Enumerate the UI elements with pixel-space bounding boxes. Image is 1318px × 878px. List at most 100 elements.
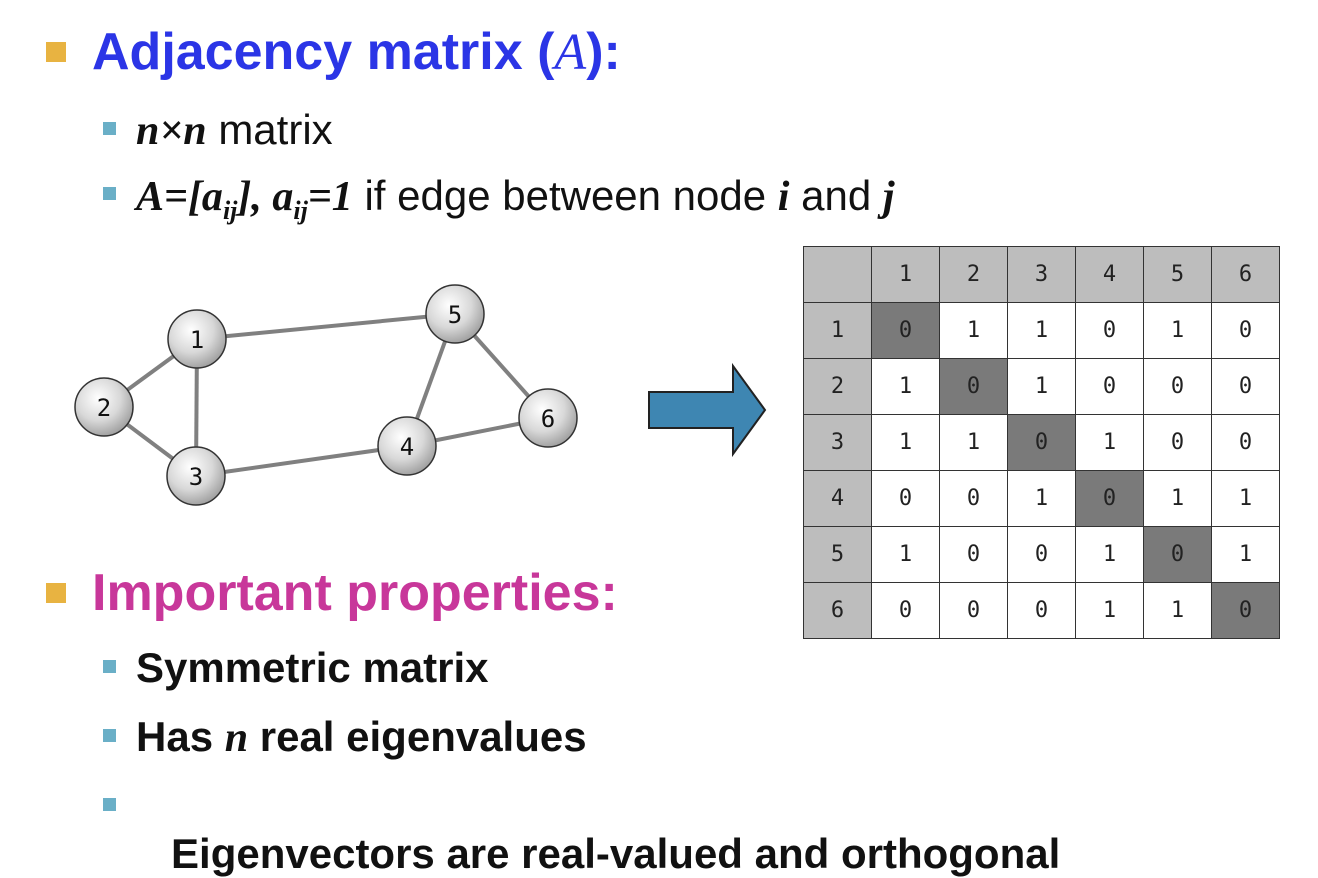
matrix-cell: 1 (1007, 358, 1076, 415)
heading-adjacency-matrix: Adjacency matrix (A): (92, 22, 621, 83)
math-part: ], a (237, 174, 294, 220)
graph-edge-1-5 (196, 312, 456, 341)
matrix-cell: 0 (1007, 526, 1076, 583)
graph-node-label: 6 (541, 405, 555, 433)
matrix-cell: 0 (1211, 414, 1280, 471)
matrix-cell: 1 (1211, 470, 1280, 527)
matrix-cell: 0 (1075, 470, 1144, 527)
graph-diagram: 1 2 3 4 5 6 (74, 284, 578, 506)
matrix-cell: 1 (1143, 470, 1212, 527)
matrix-cell: 0 (1007, 414, 1076, 471)
matrix-cell: 1 (1143, 582, 1212, 639)
sub-bullet-marker (103, 660, 116, 673)
sub-bullet-marker (103, 187, 116, 200)
matrix-cell: 0 (1075, 358, 1144, 415)
graph-node-label: 3 (189, 463, 203, 491)
matrix-cell: 0 (1007, 582, 1076, 639)
sub1-text: matrix (206, 106, 333, 153)
matrix-cell: 1 (871, 414, 940, 471)
matrix-col-header: 6 (1211, 246, 1280, 303)
matrix-cell: 0 (1143, 526, 1212, 583)
matrix-cell: 0 (1211, 302, 1280, 359)
math-subscript: ij (293, 196, 308, 225)
matrix-cell: 0 (1211, 358, 1280, 415)
sub-bullet-definition: A=[aij], aij=1 if edge between node i an… (136, 172, 895, 224)
math-part: A=[a (136, 174, 223, 220)
math-j: j (882, 174, 895, 220)
math-definition: A=[aij], aij=1 (136, 174, 353, 224)
matrix-row-header: 1 (803, 302, 872, 359)
heading-text: Adjacency matrix ( (92, 23, 555, 81)
matrix-row-header: 6 (803, 582, 872, 639)
graph-node-3: 3 (166, 446, 226, 506)
matrix-cell: 0 (939, 582, 1008, 639)
heading-math-symbol: A (554, 24, 587, 81)
graph-node-circle (167, 309, 227, 369)
bullet-marker (46, 583, 66, 603)
matrix-cell: 0 (939, 358, 1008, 415)
sub-bullet-marker (103, 798, 116, 811)
property-post: real eigenvalues (248, 713, 587, 760)
matrix-cell: 1 (1007, 470, 1076, 527)
sub2-text1: if edge between node (352, 172, 778, 219)
math-n-times-n: n×n (136, 108, 207, 154)
heading-tail: ): (586, 23, 621, 81)
matrix-cell: 0 (1143, 358, 1212, 415)
matrix-cell: 0 (1211, 582, 1280, 639)
graph-node-label: 5 (448, 301, 462, 329)
matrix-row-header: 2 (803, 358, 872, 415)
matrix-cell: 1 (939, 414, 1008, 471)
property-pre: Has (136, 713, 225, 760)
matrix-cell: 1 (1007, 302, 1076, 359)
graph-node-2: 2 (74, 377, 134, 437)
graph-node-circle (74, 377, 134, 437)
matrix-cell: 0 (1075, 302, 1144, 359)
graph-node-label: 1 (190, 326, 204, 354)
matrix-cell: 1 (1075, 526, 1144, 583)
graph-node-4: 4 (377, 416, 437, 476)
matrix-cell: 1 (1211, 526, 1280, 583)
matrix-cell: 0 (1143, 414, 1212, 471)
graph-node-circle (377, 416, 437, 476)
graph-node-circle (518, 388, 578, 448)
matrix-cell: 0 (871, 470, 940, 527)
property-eigenvectors: Eigenvectors are real-valued and orthogo… (136, 782, 1060, 878)
graph-node-5: 5 (425, 284, 485, 344)
sub-bullet-marker (103, 122, 116, 135)
matrix-cell: 0 (939, 526, 1008, 583)
matrix-cell: 0 (939, 470, 1008, 527)
graph-edge-3-4 (195, 444, 408, 478)
right-arrow-icon (648, 362, 767, 458)
matrix-cell: 1 (1075, 582, 1144, 639)
matrix-cell: 1 (871, 526, 940, 583)
sub2-text2: and (789, 172, 883, 219)
matrix-col-header: 4 (1075, 246, 1144, 303)
graph-node-6: 6 (518, 388, 578, 448)
graph-node-label: 4 (400, 433, 414, 461)
math-n: n (224, 715, 249, 761)
matrix-col-header: 2 (939, 246, 1008, 303)
matrix-row-header: 5 (803, 526, 872, 583)
property-symmetric: Symmetric matrix (136, 644, 489, 692)
matrix-corner-cell (803, 246, 872, 303)
property-text: Eigenvectors are real-valued and orthogo… (159, 830, 1061, 877)
math-i: i (777, 174, 790, 220)
matrix-cell: 1 (1143, 302, 1212, 359)
property-eigenvalues: Has n real eigenvalues (136, 713, 587, 762)
sub-bullet-n-by-n: n×n matrix (136, 106, 333, 155)
graph-node-label: 2 (97, 394, 111, 422)
matrix-cell: 0 (871, 582, 940, 639)
graph-node-circle (425, 284, 485, 344)
matrix-cell: 1 (1075, 414, 1144, 471)
property-text: Symmetric matrix (136, 644, 489, 691)
heading2-text: Important properties: (92, 564, 618, 622)
graph-node-circle (166, 446, 226, 506)
graph-node-1: 1 (167, 309, 227, 369)
